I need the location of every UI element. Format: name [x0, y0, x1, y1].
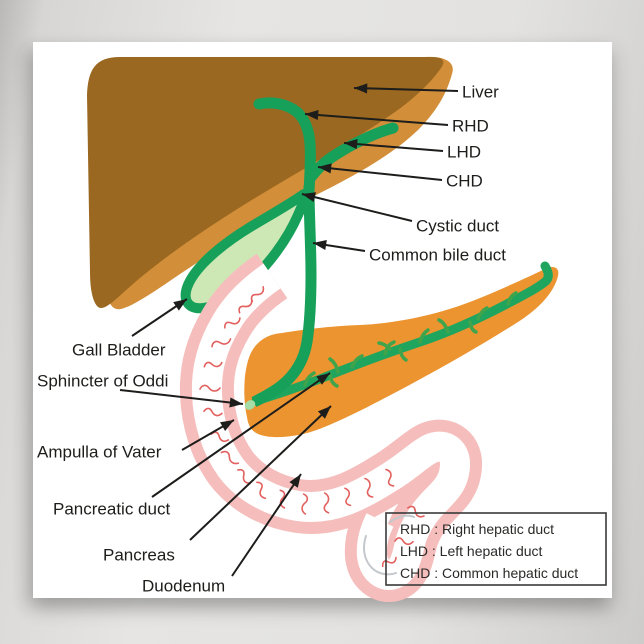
- legend-line-lhd: LHD : Left hepatic duct: [400, 543, 543, 559]
- label-duodenum: Duodenum: [142, 576, 226, 596]
- label-chd: CHD: [446, 171, 483, 191]
- legend-line-rhd: RHD : Right hepatic duct: [400, 521, 555, 537]
- label-pancreatic-duct: Pancreatic duct: [53, 499, 171, 519]
- label-gall-bladder: Gall Bladder: [72, 340, 166, 360]
- label-ampulla-of-vater: Ampulla of Vater: [37, 442, 162, 462]
- label-cystic-duct: Cystic duct: [416, 216, 500, 236]
- label-liver: Liver: [462, 82, 499, 102]
- label-sphincter-of-oddi: Sphincter of Oddi: [37, 371, 169, 391]
- legend-line-chd: CHD : Common hepatic duct: [400, 565, 579, 581]
- label-rhd: RHD: [452, 116, 489, 136]
- label-lhd: LHD: [447, 142, 482, 162]
- label-pancreas: Pancreas: [103, 545, 175, 565]
- label-common-bile-duct: Common bile duct: [369, 245, 507, 265]
